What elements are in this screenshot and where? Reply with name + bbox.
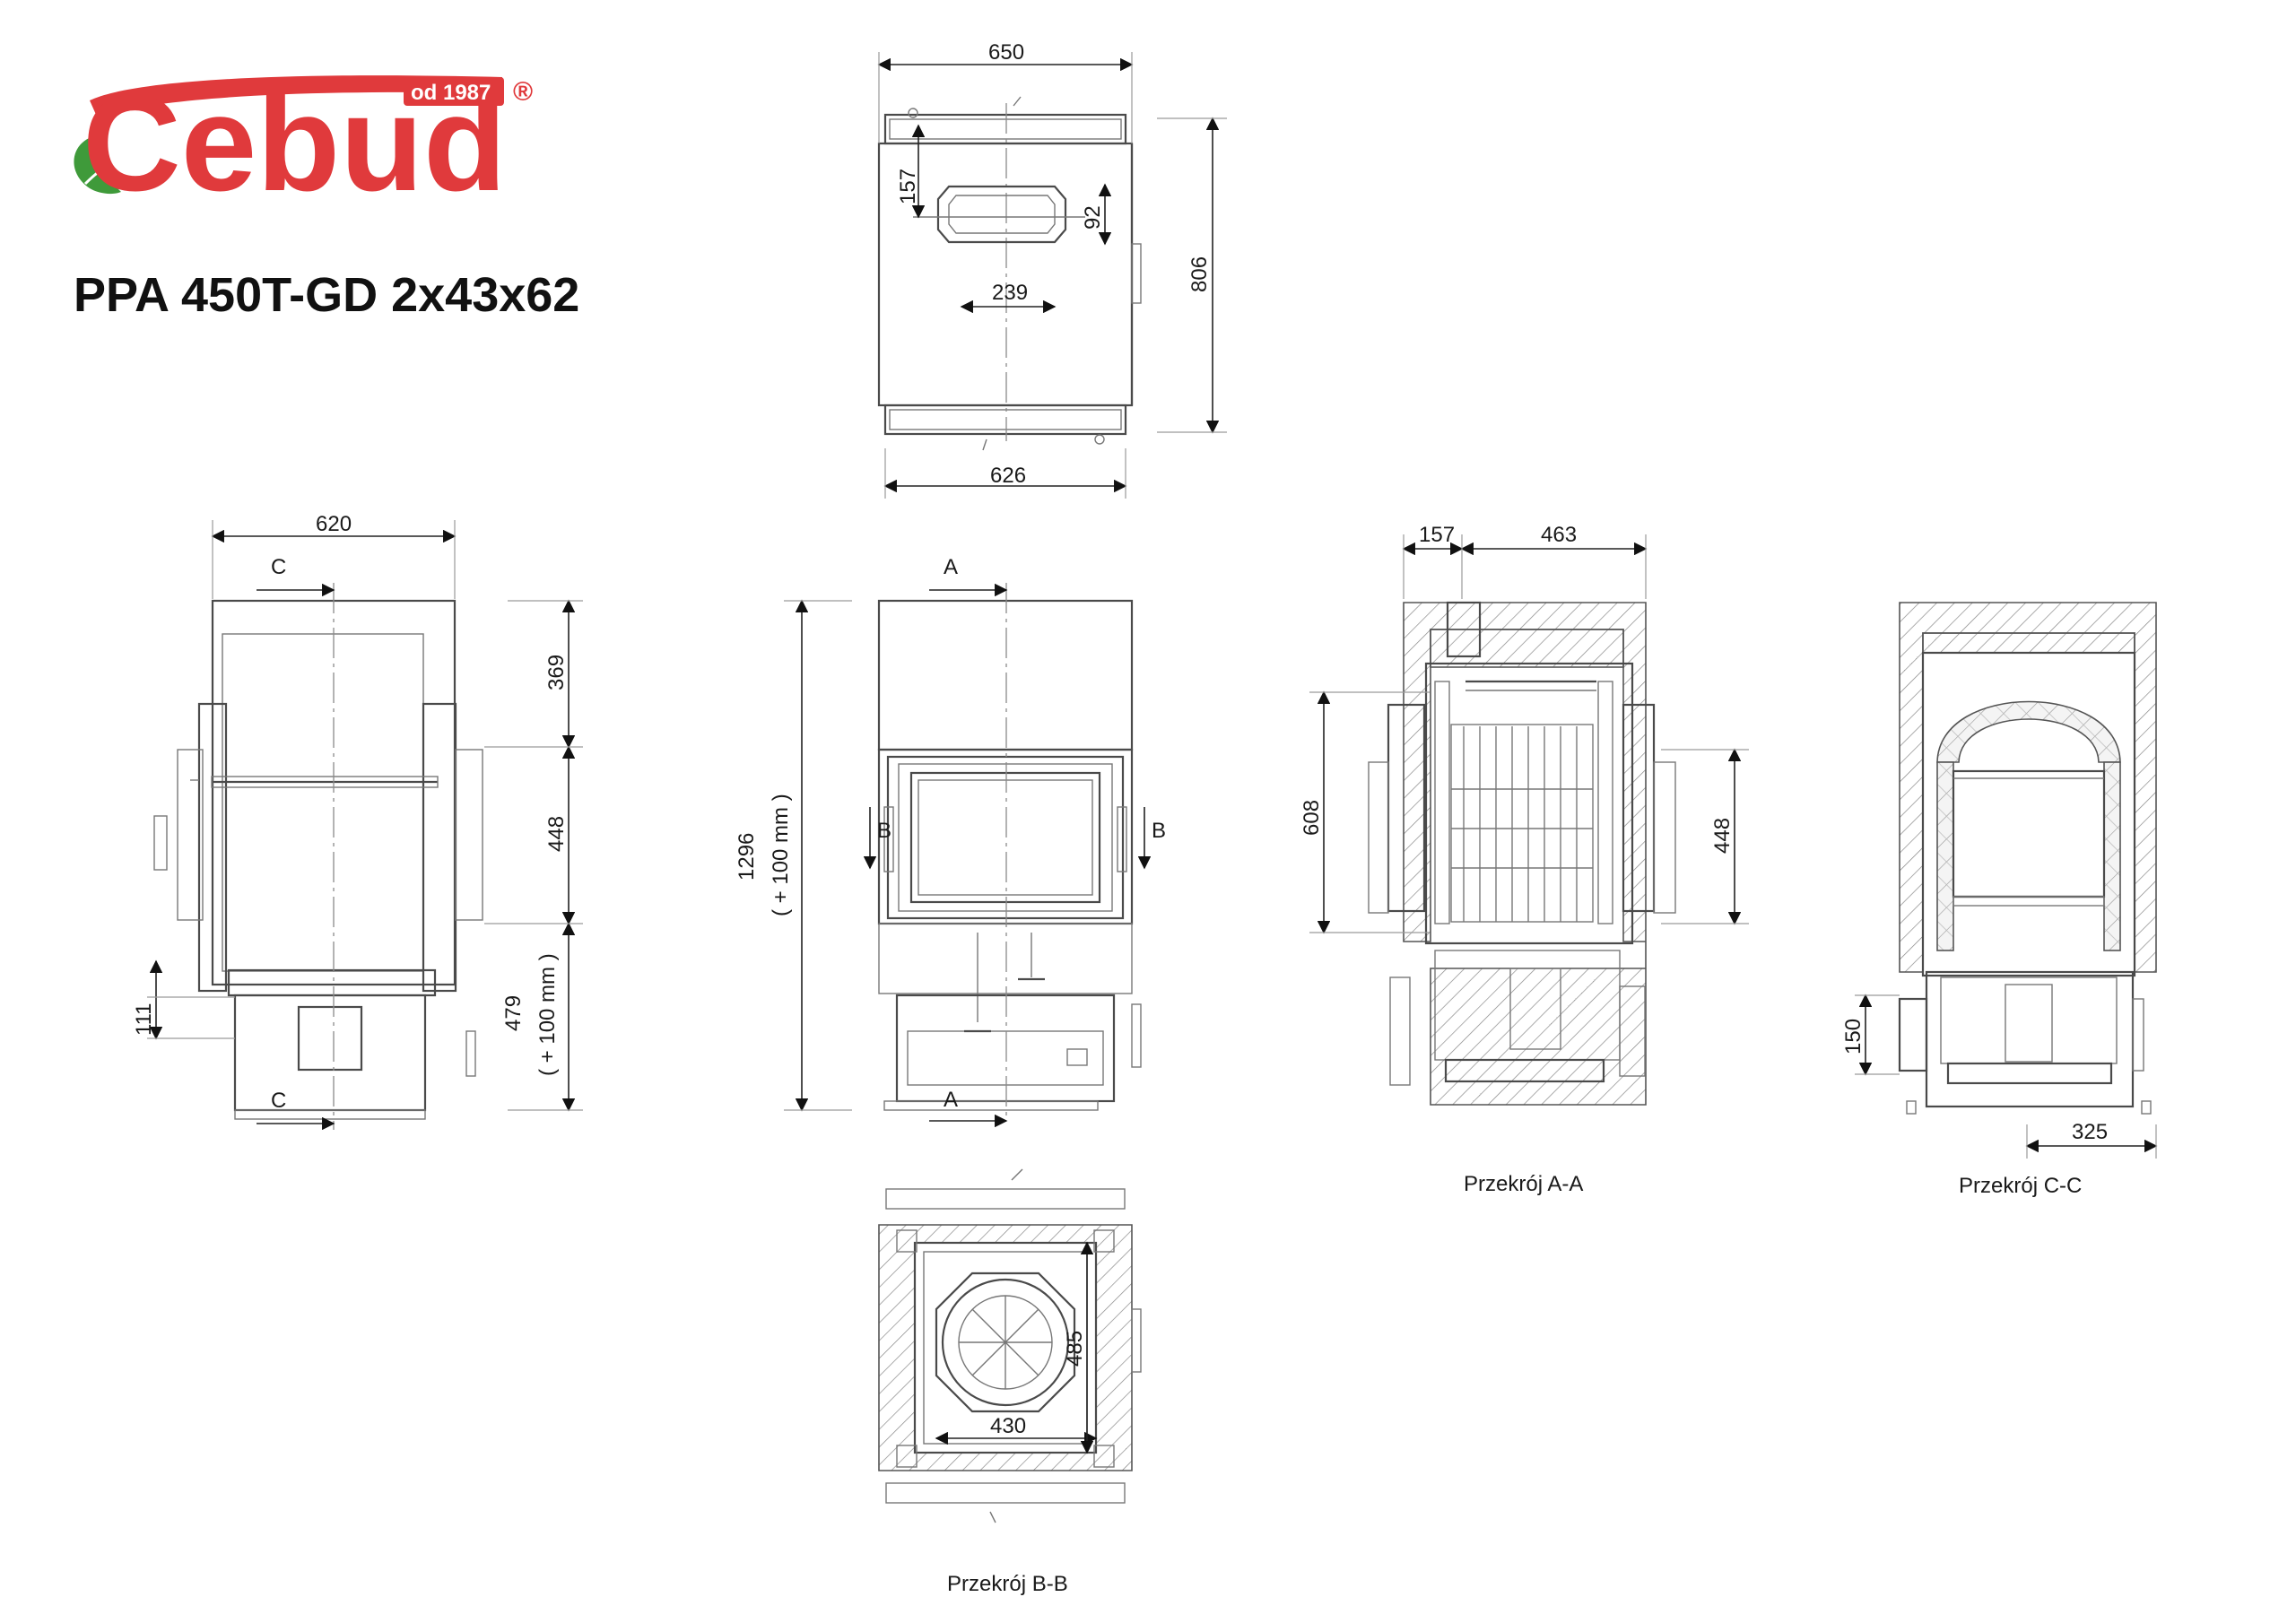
swoosh-icon (90, 75, 502, 117)
section-bb (878, 1168, 1142, 1523)
top-view (877, 96, 1142, 451)
dim-1296: 1296 (735, 833, 759, 881)
front-view (877, 583, 1142, 1121)
dim-608: 608 (1300, 800, 1324, 836)
dim-157-top: 157 (896, 169, 920, 204)
dim-626: 626 (990, 464, 1026, 488)
dim-620: 620 (316, 512, 352, 536)
dim-1296-note: ( + 100 mm ) (769, 794, 793, 916)
dim-806: 806 (1187, 256, 1212, 292)
dim-463: 463 (1541, 523, 1577, 547)
model-title: PPA 450T-GD 2x43x62 (74, 268, 579, 322)
burner-grate (935, 1271, 1076, 1413)
dim-448-side: 448 (544, 816, 569, 852)
dim-485: 485 (1063, 1331, 1087, 1367)
dims-side: 620 C C 369 448 479 ( + 100 mm ) 111 (132, 512, 583, 1131)
dims-top: 650 806 626 157 92 239 (877, 40, 1227, 499)
section-mark-a-bottom: A (944, 1088, 958, 1112)
section-aa (1368, 601, 1676, 1106)
caption-section-cc: Przekrój C-C (1959, 1174, 2082, 1198)
dim-430: 430 (990, 1414, 1026, 1438)
caption-section-bb: Przekrój B-B (947, 1572, 1068, 1596)
logo-since: od 1987 (411, 81, 491, 105)
section-mark-c-top: C (271, 555, 286, 579)
dim-650: 650 (988, 40, 1024, 65)
dim-239: 239 (992, 281, 1028, 305)
section-mark-a-top: A (944, 555, 958, 579)
dim-111: 111 (132, 1003, 156, 1036)
dims-front: A A B B 1296 ( + 100 mm ) (735, 555, 1166, 1128)
section-mark-b-left: B (877, 819, 891, 843)
cebud-logo: Cebud od 1987 ® (74, 67, 533, 220)
dim-479-note: ( + 100 mm ) (535, 953, 560, 1076)
dim-157-aa: 157 (1419, 523, 1455, 547)
dim-448-aa: 448 (1710, 818, 1735, 854)
dim-369: 369 (544, 655, 569, 690)
section-mark-c-bottom: C (271, 1089, 286, 1113)
dim-150: 150 (1841, 1019, 1866, 1055)
dim-325: 325 (2072, 1120, 2108, 1144)
dims-cc: 150 325 (1841, 994, 2158, 1159)
flue-outlet (936, 185, 1067, 244)
caption-section-aa: Przekrój A-A (1464, 1172, 1583, 1196)
side-view (153, 583, 483, 1130)
registered-mark: ® (513, 77, 533, 107)
dim-92: 92 (1081, 205, 1105, 230)
dims-bb: 430 485 (935, 1241, 1098, 1454)
leaf-icon (74, 135, 121, 195)
dims-aa: 157 463 608 448 (1300, 523, 1749, 934)
section-cc (1898, 602, 2157, 1115)
section-mark-b-right: B (1152, 819, 1166, 843)
dim-479: 479 (501, 995, 526, 1031)
